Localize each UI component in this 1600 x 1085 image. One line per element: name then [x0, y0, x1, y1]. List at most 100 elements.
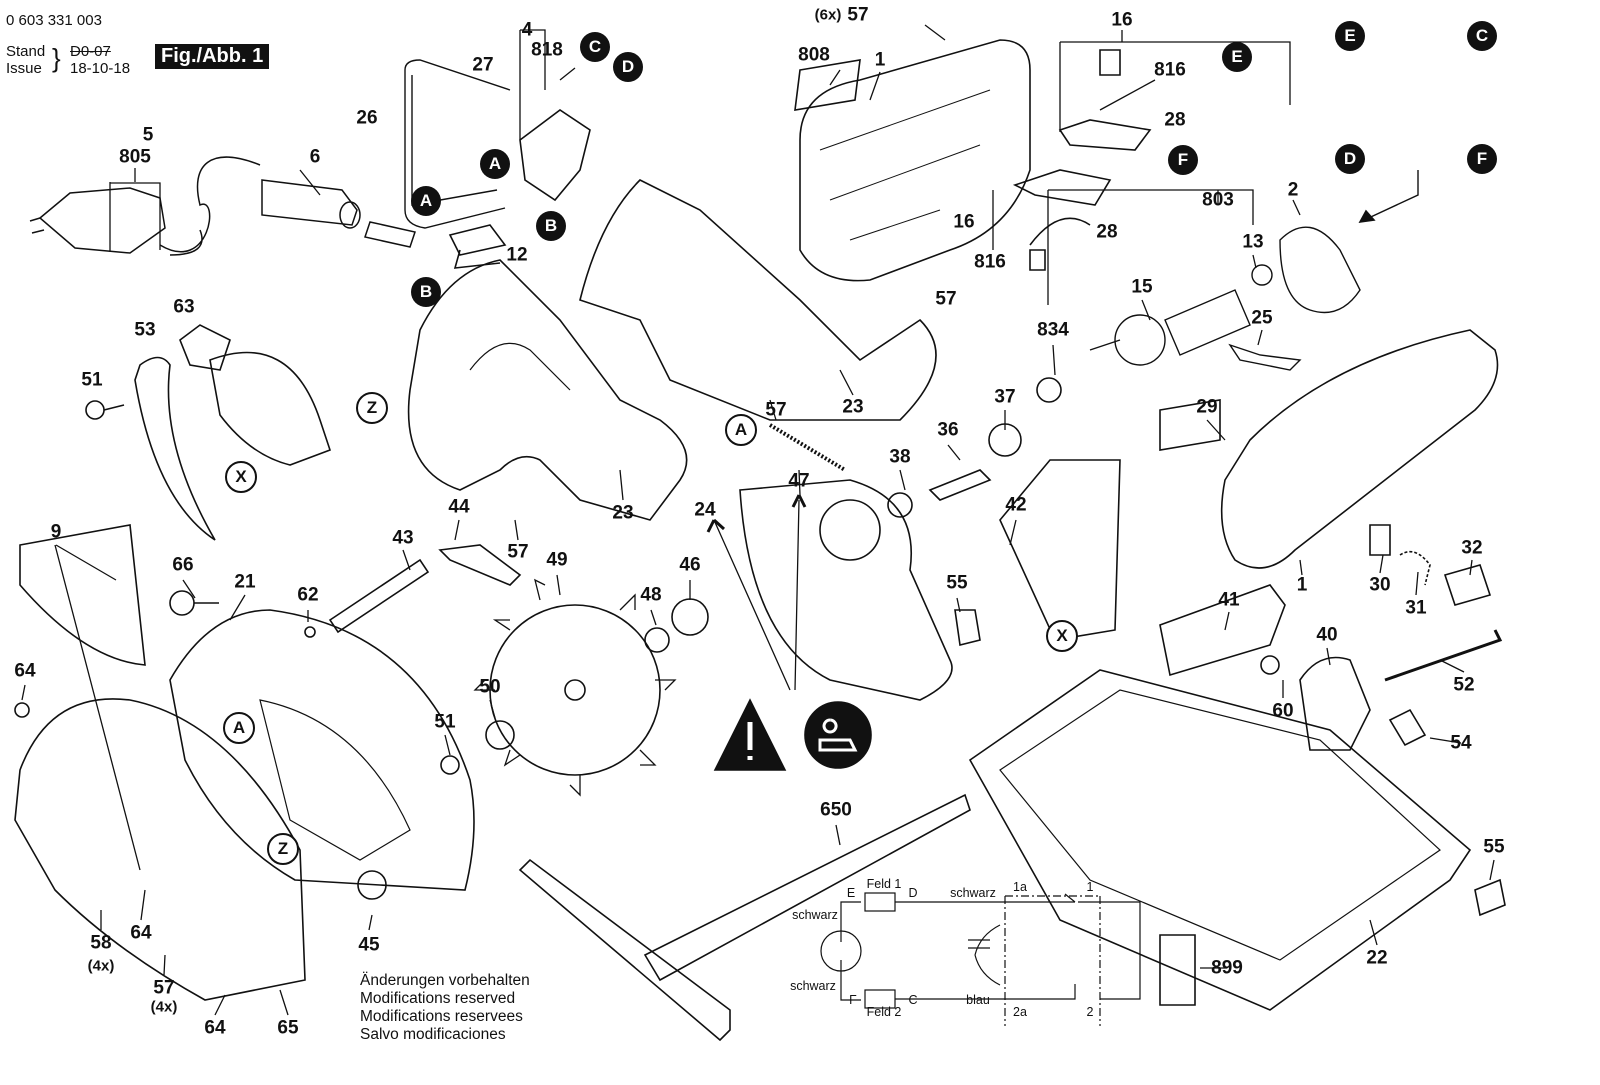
fixed-guard-21: [169, 609, 475, 891]
handle-cover: [579, 179, 937, 421]
spring-47: [768, 423, 847, 472]
part-number-label: 52: [1453, 674, 1475, 696]
switch-body: [519, 109, 591, 202]
part-55: [954, 609, 981, 646]
part-number-label: 1: [874, 49, 886, 71]
wiring-label: schwarz: [792, 908, 838, 922]
brush-holders: [1012, 49, 1152, 206]
part-number-label: 57: [765, 399, 787, 421]
part-number-label: 49: [546, 549, 568, 571]
handle-23: [407, 259, 688, 521]
part-number-label: 45: [358, 934, 380, 956]
wiring-label: C: [908, 993, 918, 1007]
hex-key-52: [1384, 629, 1503, 682]
part-number-label: 51: [81, 369, 103, 391]
part-number-label: 66: [172, 554, 194, 576]
part-number-label: 47: [788, 470, 810, 492]
connector-marker: A: [480, 149, 510, 179]
part-number-label: 55: [1483, 836, 1505, 858]
part-number-label: 1: [1296, 574, 1308, 596]
wiring-label: schwarz: [950, 886, 996, 900]
part-number-label: 50: [479, 676, 501, 698]
part-number-label: 60: [1272, 700, 1294, 722]
part-number-label: 5: [142, 124, 154, 146]
connector-marker: F: [1168, 145, 1198, 175]
part-number-label: 24: [694, 499, 716, 521]
part-number-label: 57: [153, 977, 175, 999]
issue-label: Issue: [6, 60, 42, 77]
part-number-label: 44: [448, 496, 470, 518]
part-number-label: 803: [1202, 189, 1234, 211]
armature: [1089, 226, 1361, 371]
part-number-label: (4x): [150, 998, 178, 1016]
part-number-label: 23: [612, 502, 634, 524]
connector-marker: A: [725, 414, 757, 446]
lever-44: [438, 544, 522, 586]
part-number-label: 818: [531, 39, 563, 61]
flange-46: [671, 598, 709, 636]
part-number-label: 42: [1005, 494, 1027, 516]
wiring-label: 1a: [1013, 880, 1027, 894]
part-number-label: 6: [309, 146, 321, 168]
connector-marker: X: [225, 461, 257, 493]
bearing-834: [1036, 377, 1062, 403]
part-number-label: 51: [434, 711, 456, 733]
part-number-label: 58: [90, 932, 112, 954]
brace: }: [52, 43, 61, 73]
riving-knife-53: [134, 356, 216, 541]
part-number-label: 23: [842, 396, 864, 418]
note-en: Modifications reserved: [360, 990, 516, 1007]
flange-48: [644, 627, 670, 653]
housing-half: [799, 39, 1031, 282]
part-number-label: 650: [820, 799, 852, 821]
part-number-label: 36: [937, 419, 959, 441]
wiring-label: schwarz: [790, 979, 836, 993]
grease-tube-899: [1159, 934, 1196, 1006]
read-manual-icon: [804, 701, 872, 769]
part-number-label: 25: [1251, 307, 1273, 329]
wiring-label: D: [908, 886, 918, 900]
base-plate-22: [968, 669, 1472, 1011]
part-number-label: 13: [1242, 231, 1264, 253]
part-number-label: 15: [1131, 276, 1153, 298]
part-number-label: 27: [472, 54, 494, 76]
part-number-label: 805: [119, 146, 151, 168]
part-number-label: 29: [1196, 396, 1218, 418]
part-number-label: 41: [1218, 589, 1240, 611]
wiring-label: Feld 2: [866, 1005, 902, 1019]
part-55b: [1474, 878, 1506, 917]
part-number-label: 38: [889, 446, 911, 468]
part-number-label: 32: [1461, 537, 1483, 559]
part-number-label: 808: [798, 44, 830, 66]
connector-marker: A: [223, 712, 255, 744]
part-number-label: 899: [1211, 957, 1243, 979]
shaft-43: [328, 558, 430, 634]
bearing-38: [887, 492, 913, 518]
leader-lines: [21, 24, 1495, 1016]
part-number-label: 834: [1037, 319, 1069, 341]
part-number-label: 64: [14, 660, 36, 682]
part-number-label: 63: [173, 296, 195, 318]
knob-45: [357, 870, 387, 900]
part-number-label: 54: [1450, 732, 1472, 754]
connector-marker: E: [1222, 42, 1252, 72]
part-number-label: (6x): [814, 6, 842, 24]
part-number-label: 46: [679, 554, 701, 576]
angle-bracket-42: [999, 459, 1121, 641]
part-number-label: 43: [392, 527, 414, 549]
part-number-label: 64: [130, 922, 152, 944]
part-number-label: 31: [1405, 597, 1427, 619]
stand-value: D0-07: [70, 43, 111, 60]
part-number-label: 62: [297, 584, 319, 606]
part-number-label: 4: [521, 19, 533, 41]
part-number-label: 48: [640, 584, 662, 606]
wiring-label: 2: [1086, 1005, 1094, 1019]
connector-marker: D: [613, 52, 643, 82]
wiring-label: E: [846, 886, 856, 900]
part-number-label: 22: [1366, 947, 1388, 969]
connector-marker: E: [1335, 21, 1365, 51]
connector-marker: C: [580, 32, 610, 62]
connector-marker: F: [1467, 144, 1497, 174]
